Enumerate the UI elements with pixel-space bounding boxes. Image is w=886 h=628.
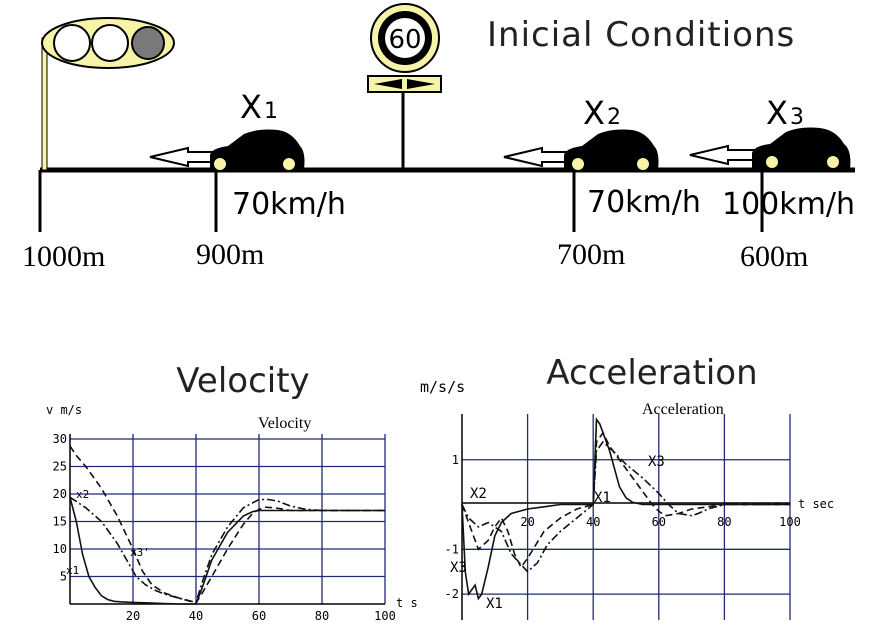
acceleration-chart-heading: Acceleration <box>546 353 757 393</box>
series-label: X2 <box>470 486 487 502</box>
acceleration-series-line <box>461 440 790 573</box>
velocity-x-tick-label: 80 <box>315 609 329 623</box>
velocity-y-tick-label: 20 <box>53 487 67 501</box>
car-icon <box>210 129 305 172</box>
series-label: x3' <box>130 546 150 559</box>
acceleration-xlabel: t sec <box>798 497 834 511</box>
acceleration-x-tick-label: 40 <box>586 515 600 529</box>
car-icon <box>564 129 659 172</box>
position-label-600m: 600m <box>740 240 808 273</box>
velocity-chart: v m/s Velocity t s 20 40 60 80 100 5 10 15 20 25 3… <box>46 403 418 623</box>
velocity-x-tick-label: 60 <box>252 609 266 623</box>
car-label: X <box>240 88 262 126</box>
acceleration-x-tick-label: 60 <box>652 515 666 529</box>
series-label: X1 <box>486 596 503 612</box>
acceleration-y-tick-label: -2 <box>445 587 459 601</box>
car-label: X <box>766 94 788 132</box>
direction-arrow-icon <box>149 146 221 168</box>
acceleration-x-tick-label: 80 <box>717 515 731 529</box>
position-label-900m: 900m <box>196 238 264 271</box>
car-x3: X 3 100km/h <box>689 94 855 222</box>
car-label: X <box>583 94 605 132</box>
velocity-series-line <box>69 497 385 605</box>
acceleration-x-tick-label: 100 <box>779 515 801 529</box>
traffic-light-icon <box>41 17 175 69</box>
velocity-y-tick-label: 15 <box>53 515 67 529</box>
position-label-700m: 700m <box>557 238 625 271</box>
velocity-y-tick-label: 5 <box>60 570 67 584</box>
velocity-y-tick-label: 25 <box>53 460 67 474</box>
series-label: x2 <box>76 488 89 501</box>
velocity-y-tick-label: 10 <box>53 542 67 556</box>
car-speed: 70km/h <box>232 187 346 222</box>
acceleration-grid <box>462 414 791 620</box>
acceleration-y-tick-label: 1 <box>452 453 459 467</box>
car-label-subscript: 2 <box>607 105 621 130</box>
velocity-grid <box>70 434 386 604</box>
velocity-x-tick-label: 20 <box>126 609 140 623</box>
speed-limit-sign-icon <box>370 3 440 73</box>
velocity-x-tick-label: 40 <box>189 609 203 623</box>
car-label-subscript: 1 <box>264 99 278 124</box>
series-label: X3 <box>648 454 665 470</box>
car-speed: 100km/h <box>722 187 855 222</box>
direction-arrow-icon <box>689 144 763 166</box>
velocity-series-line <box>69 445 385 604</box>
direction-arrows-sign-icon <box>367 75 442 93</box>
position-label-1000m: 1000m <box>22 240 105 273</box>
road-scene: 60 Inicial Conditions X 1 70km/h <box>22 3 855 273</box>
series-label: x1 <box>66 564 79 577</box>
velocity-y-tick-label: 30 <box>53 432 67 446</box>
acceleration-series-line <box>461 417 790 601</box>
traffic-light-pole <box>41 37 48 171</box>
velocity-series-line <box>69 496 385 604</box>
scene-title: Inicial Conditions <box>487 15 795 55</box>
car-icon <box>752 127 851 170</box>
velocity-xlabel: t s <box>396 596 418 610</box>
speed-limit-value: 60 <box>388 25 421 55</box>
car-x2: X 2 70km/h <box>503 94 701 220</box>
acceleration-series-line <box>461 431 790 569</box>
acceleration-y-tick-label: -1 <box>445 542 459 556</box>
velocity-chart-heading: Velocity <box>176 361 309 401</box>
acceleration-chart: Acceleration t sec 20 40 60 80 100 1 -1 -2 X2 X… <box>445 401 834 620</box>
acceleration-x-tick-label: 20 <box>520 515 534 529</box>
car-x1: X 1 70km/h <box>149 88 346 222</box>
velocity-ylabel: v m/s <box>46 403 82 417</box>
velocity-inner-title: Velocity <box>258 415 311 432</box>
velocity-x-tick-label: 100 <box>374 609 396 623</box>
car-speed: 70km/h <box>587 185 701 220</box>
acceleration-unit-label: m/s/s <box>420 378 465 396</box>
series-label: X3 <box>450 560 467 576</box>
car-label-subscript: 3 <box>790 105 804 130</box>
series-label: X1 <box>594 490 611 506</box>
acceleration-inner-title: Acceleration <box>642 401 724 418</box>
